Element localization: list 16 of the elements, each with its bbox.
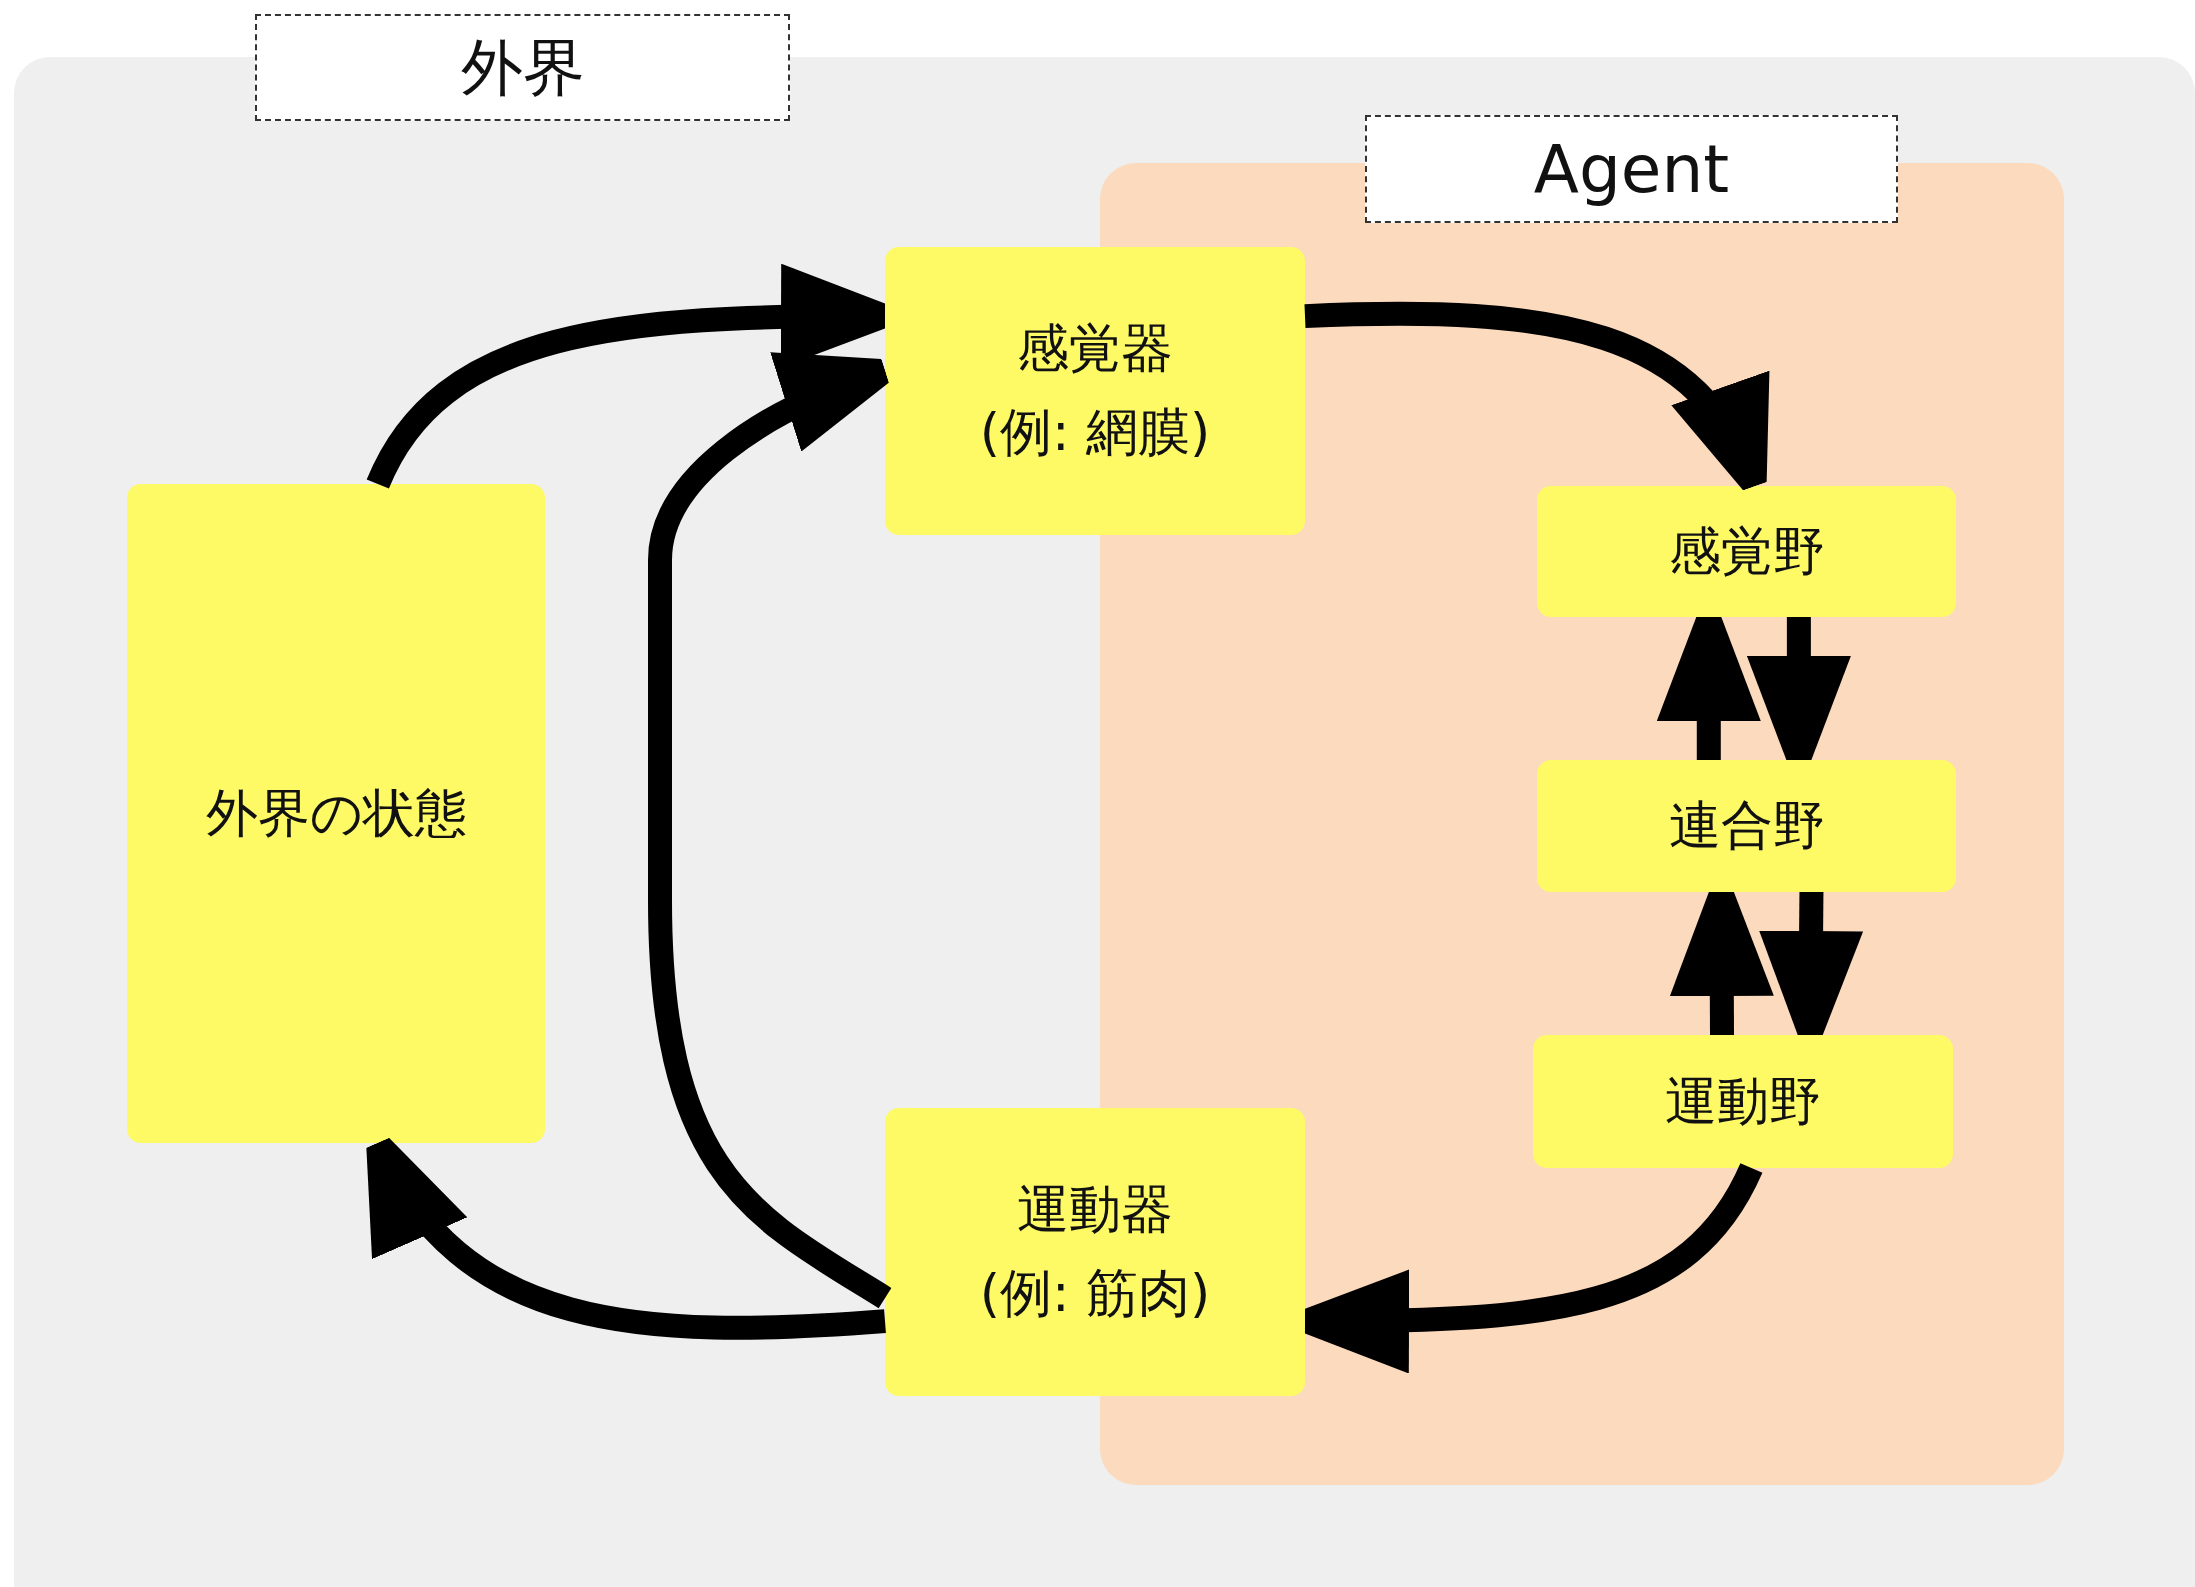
node-label: 運動野 [1665,1071,1821,1132]
node-label: 感覚器 [1017,319,1173,379]
process-box [1537,760,1956,892]
process-box [1533,1035,1953,1168]
node-label: 運動器 [1017,1180,1173,1240]
node-label: 感覚野 [1668,521,1825,582]
process-box [1537,486,1956,617]
node-label: (例: 網膜) [979,403,1211,463]
process-box [885,1108,1305,1396]
region-title: Agent [1365,115,1898,223]
node-label: 外界の状態 [205,783,467,844]
region-title: 外界 [255,14,790,121]
process-box [127,484,545,1143]
node-label: (例: 筋肉) [979,1264,1211,1324]
node-label: 連合野 [1668,796,1825,856]
process-box [885,247,1305,535]
